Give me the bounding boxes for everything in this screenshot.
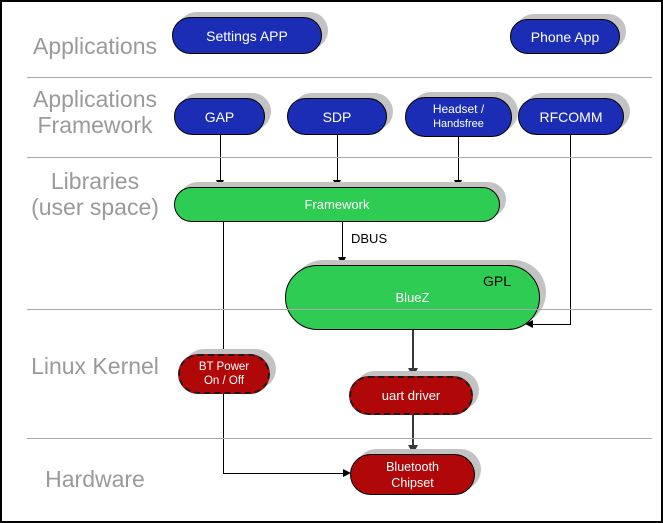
edge-rfcomm-bluez-vertical (570, 135, 571, 325)
node-framework: Framework (174, 187, 500, 222)
edge-label-dbus: DBUS (351, 231, 388, 246)
node-settings-app: Settings APP (172, 17, 322, 54)
divider-libraries (27, 309, 652, 310)
arrowhead-sdp-framework (333, 180, 341, 188)
node-uart-driver: uart driver (349, 376, 473, 415)
section-label-libraries-user-space: Libraries (user space) (31, 168, 159, 220)
node-rfcomm: RFCOMM (518, 98, 624, 135)
section-label-applications: Applications (32, 33, 158, 59)
divider-applications (27, 77, 652, 78)
edge-headset-framework (458, 137, 459, 181)
edge-bluez-uart (412, 330, 414, 369)
section-label-linux-kernel: Linux Kernel (31, 353, 159, 379)
node-sdp: SDP (287, 98, 387, 135)
arrowhead-framework-bluez (338, 257, 346, 265)
node-headset-handsfree: Headset / Handsfree (405, 97, 512, 137)
arrowhead-rfcomm-bluez (525, 320, 533, 328)
arrowhead-gap-framework (216, 180, 224, 188)
section-label-hardware: Hardware (45, 466, 145, 492)
node-bluez: BlueZ GPL (285, 265, 540, 330)
node-bt-power-on-off: BT Power On / Off (178, 354, 270, 394)
edge-framework-chipset-vertical (223, 222, 224, 474)
node-phone-app: Phone App (510, 19, 620, 54)
edge-sdp-framework (337, 135, 338, 181)
gpl-tag: GPL (482, 273, 511, 289)
arrowhead-headset-framework (454, 180, 462, 188)
node-bluetooth-chipset: Bluetooth Chipset (350, 454, 475, 495)
divider-framework (27, 157, 652, 158)
arrowhead-framework-chipset (343, 469, 351, 477)
arrowhead-uart-chipset (408, 445, 418, 454)
edge-gap-framework (220, 135, 221, 181)
edge-framework-chipset-horizontal (223, 473, 345, 474)
section-label-applications-framework: Applications Framework (32, 86, 158, 138)
edge-framework-bluez (342, 222, 343, 258)
edge-rfcomm-bluez-horizontal (532, 324, 571, 325)
divider-kernel (27, 438, 652, 439)
edge-uart-chipset (412, 415, 414, 446)
node-gap: GAP (174, 98, 265, 135)
arrowhead-bluez-uart (408, 368, 418, 377)
